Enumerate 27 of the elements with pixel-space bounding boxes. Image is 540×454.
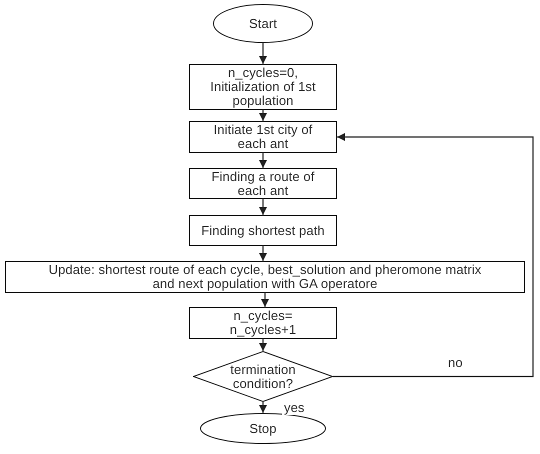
- arrow: [259, 43, 267, 64]
- node-text: Start: [249, 16, 277, 30]
- terminal-ellipse: [200, 413, 326, 444]
- node-text: n_cycles=0, Initialization of 1st population: [209, 66, 317, 108]
- node-text: Update: shortest route of each cycle, best_solution and pheromone matrix and next population with GA operatore: [48, 263, 482, 291]
- process-box: [189, 168, 337, 199]
- arrow: [333, 133, 534, 378]
- process-box: [189, 307, 337, 339]
- arrow: [259, 246, 267, 261]
- node-text: Finding a route of each ant: [210, 170, 316, 198]
- process-box: [5, 261, 525, 293]
- arrow: [259, 402, 267, 413]
- process-box: [189, 215, 337, 246]
- node-text: Initiate 1st city of each ant: [212, 123, 314, 151]
- node-text: Finding shortest path: [201, 224, 325, 238]
- node-text: Stop: [249, 422, 277, 436]
- arrow: [259, 199, 267, 215]
- arrow: [259, 110, 267, 121]
- arrow: [259, 339, 267, 351]
- arrow: [259, 153, 267, 168]
- process-box: [189, 121, 337, 153]
- node-text: n_cycles= n_cycles+1: [228, 309, 298, 337]
- node-text: termination condition?: [229, 362, 297, 390]
- arrow: [261, 293, 269, 307]
- decision-diamond: [193, 351, 333, 402]
- terminal-ellipse: [213, 4, 313, 43]
- process-box: [189, 64, 337, 110]
